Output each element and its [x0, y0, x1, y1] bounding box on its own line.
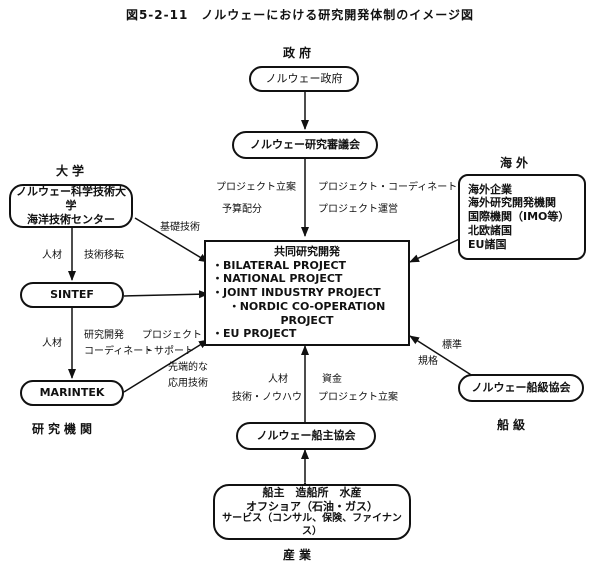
label-advanced-2: 応用技術	[168, 378, 208, 389]
arrow-ntnu-joint	[134, 217, 209, 263]
joint-rd-item: ・EU PROJECT	[212, 327, 297, 341]
page-title: 図5-2-11 ノルウェーにおける研究開発体制のイメージ図	[125, 8, 475, 22]
label-project-support-2: ・サポート	[144, 346, 194, 357]
overseas-item: 国際機関（IMO等）	[468, 210, 570, 224]
overseas-item: 海外企業	[468, 182, 512, 196]
section-classification: 船級	[497, 418, 530, 432]
label-human-resources-1: 人材	[42, 250, 62, 261]
label-project-support-1: プロジェクト	[142, 330, 202, 341]
node-ntnu: ノルウェー科学技術大学 海洋技術センター	[9, 184, 133, 228]
industry-line: オフショア（石油・ガス）	[246, 499, 378, 513]
overseas-item: EU諸国	[468, 237, 507, 251]
section-university: 大学	[56, 164, 89, 178]
label-rd-1: 研究開発	[84, 330, 124, 341]
label-advanced-1: 先端的な	[168, 362, 208, 373]
joint-rd-item: ・BILATERAL PROJECT	[212, 258, 347, 272]
label-tech-knowhow: 技術・ノウハウ	[232, 392, 302, 403]
node-research-council: ノルウェー研究審議会	[232, 131, 378, 159]
overseas-item: 北欧諸国	[468, 223, 512, 237]
node-norway-government-label: ノルウェー政府	[265, 72, 343, 86]
arrow-sintef-joint	[123, 290, 209, 299]
joint-rd-item: ・NORDIC CO-OPERATION PROJECT	[228, 299, 386, 327]
node-shipowners-assoc-label: ノルウェー船主協会	[256, 429, 356, 443]
label-rules: 規格	[418, 356, 438, 367]
node-marintek: MARINTEK	[20, 380, 124, 406]
section-research-institutes: 研究機関	[32, 422, 97, 436]
label-project-planning: プロジェクト立案	[216, 182, 296, 193]
node-joint-rd: 共同研究開発 ・BILATERAL PROJECT ・NATIONAL PROJ…	[204, 240, 410, 346]
node-class-society: ノルウェー船級協会	[458, 374, 584, 402]
label-budget-allocation: 予算配分	[222, 204, 262, 215]
node-ntnu-line2: 海洋技術センター	[27, 212, 115, 226]
node-ntnu-line1: ノルウェー科学技術大学	[16, 185, 126, 213]
node-class-society-label: ノルウェー船級協会	[471, 381, 571, 395]
node-research-council-label: ノルウェー研究審議会	[250, 138, 360, 152]
section-industry: 産業	[283, 548, 316, 562]
node-sintef-label: SINTEF	[50, 288, 94, 302]
label-basic-tech: 基礎技術	[160, 222, 200, 233]
label-standards: 標準	[442, 340, 462, 351]
label-human-resources-2: 人材	[42, 338, 62, 349]
node-shipowners-assoc: ノルウェー船主協会	[236, 422, 376, 450]
label-project-operation: プロジェクト運営	[318, 204, 398, 215]
overseas-item: 海外研究開発機関	[468, 196, 556, 210]
industry-line: サービス（コンサル、保険、ファイナンス）	[222, 513, 402, 537]
label-hr-3: 人材	[268, 374, 288, 385]
section-overseas: 海外	[500, 156, 533, 170]
joint-rd-item: ・NATIONAL PROJECT	[212, 272, 343, 286]
node-norway-government: ノルウェー政府	[249, 66, 359, 92]
joint-rd-title: 共同研究開発	[274, 244, 340, 258]
arrow-overseas-joint	[409, 235, 467, 263]
arrow-marintek-joint	[123, 339, 209, 393]
node-industry: 船主 造船所 水産 オフショア（石油・ガス） サービス（コンサル、保険、ファイナ…	[213, 484, 411, 540]
label-tech-transfer: 技術移転	[84, 250, 124, 261]
section-government: 政府	[283, 46, 316, 60]
node-marintek-label: MARINTEK	[39, 386, 105, 400]
node-overseas: 海外企業 海外研究開発機関 国際機関（IMO等） 北欧諸国 EU諸国	[458, 174, 586, 260]
label-funds: 資金	[322, 374, 342, 385]
industry-line: 船主 造船所 水産	[262, 485, 362, 499]
arrow-class-joint	[409, 335, 477, 379]
label-project-coordinate: プロジェクト・コーディネート	[318, 182, 458, 193]
label-rd-2: コーディネート	[84, 346, 154, 357]
joint-rd-item: ・JOINT INDUSTRY PROJECT	[212, 286, 381, 300]
label-project-planning-2: プロジェクト立案	[318, 392, 398, 403]
node-sintef: SINTEF	[20, 282, 124, 308]
